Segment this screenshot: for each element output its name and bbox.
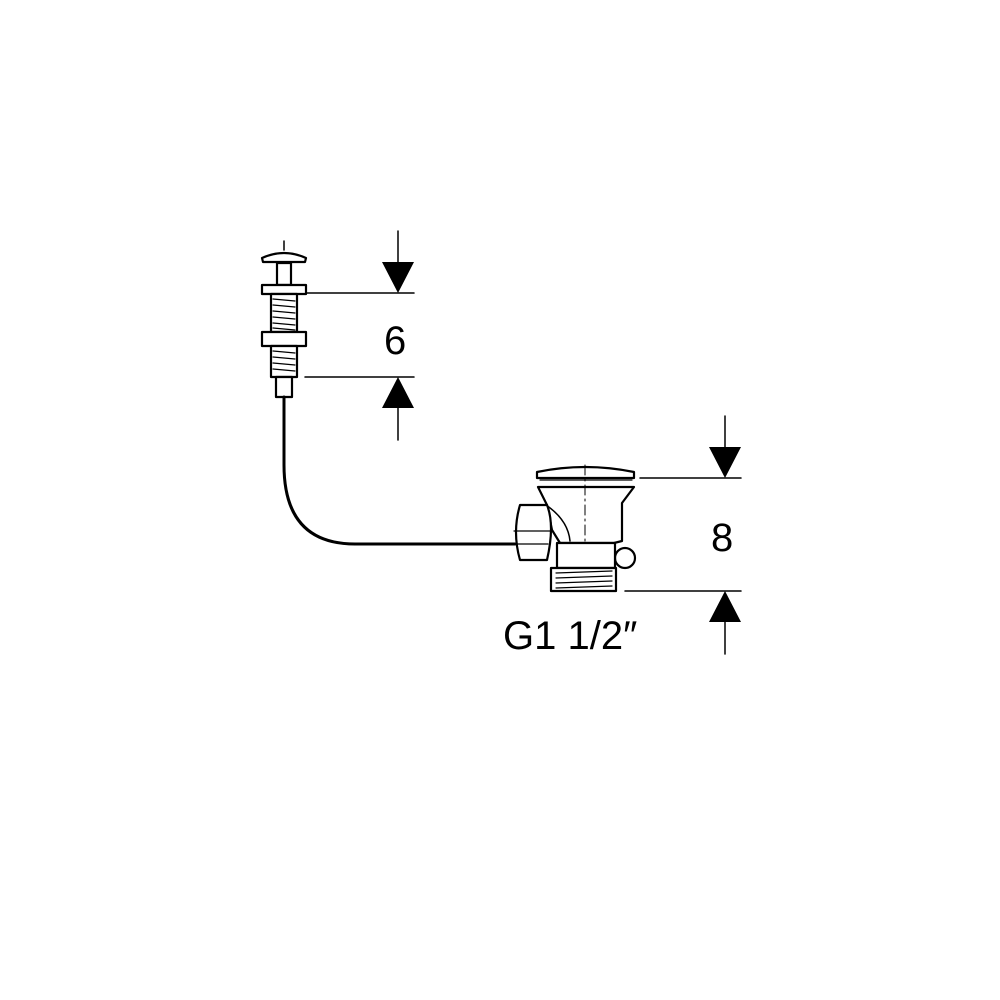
dimension-label-top: 6	[384, 319, 407, 363]
dimension-arrow-up-icon-2	[709, 591, 741, 622]
drain-cutout	[545, 504, 571, 542]
actuator-lower-nut	[260, 330, 308, 348]
dimension-8	[624, 415, 742, 655]
actuator-cap	[260, 251, 308, 264]
thread-size-label: G1 1/2″	[503, 614, 638, 658]
actuator-stem	[275, 261, 293, 287]
dimension-arrow-bottom-up-icon	[382, 377, 414, 408]
actuator-cable-sleeve	[274, 375, 294, 399]
actuator-assembly	[260, 240, 308, 399]
dimension-arrow-top-down-icon	[382, 262, 414, 293]
dimension-arrow-down-icon-2	[709, 447, 741, 478]
actuator-thread-lines	[272, 298, 296, 331]
bowden-cable	[282, 395, 517, 546]
dimension-label-bottom: 8	[711, 516, 734, 560]
drain-valve-assembly	[513, 464, 637, 593]
actuator-lower-thread-lines	[272, 350, 296, 372]
drain-upper-body	[536, 485, 636, 545]
actuator-upper-nut	[260, 283, 308, 296]
cable-connector	[514, 503, 553, 562]
dimension-6	[304, 230, 415, 441]
overflow-ring	[613, 546, 637, 570]
drain-lower-neck	[555, 541, 617, 570]
threaded-outlet	[549, 566, 618, 593]
outlet-thread-lines	[555, 570, 613, 589]
